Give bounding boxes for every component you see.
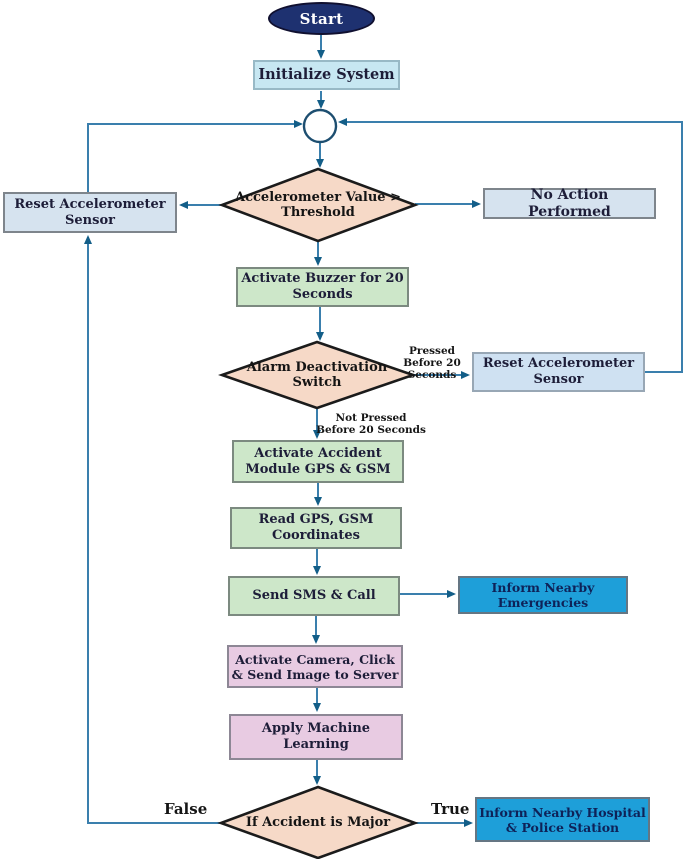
output-inform-nearby-emergencies: Inform Nearby Emergencies xyxy=(458,576,628,614)
decision-accelerometer-threshold-shape xyxy=(218,167,419,243)
process-reset-accelerometer-left: Reset Accelerometer Sensor xyxy=(3,192,177,233)
edge-label-false: False xyxy=(164,800,208,818)
start-terminator: Start xyxy=(268,2,375,35)
process-send-sms-call: Send SMS & Call xyxy=(228,576,400,616)
process-apply-machine-learning: Apply Machine Learning xyxy=(229,714,403,760)
decision-accident-major-shape xyxy=(217,785,419,859)
process-reset-accelerometer-right: Reset Accelerometer Sensor xyxy=(472,352,645,392)
process-activate-buzzer: Activate Buzzer for 20 Seconds xyxy=(236,267,409,307)
output-inform-hospital-police: Inform Nearby Hospital & Police Station xyxy=(475,797,650,842)
process-read-gps-coordinates: Read GPS, GSM Coordinates xyxy=(230,507,402,549)
decision-alarm-switch-shape xyxy=(218,340,417,410)
edge-label-pressed-before: Pressed Before 20 Seconds xyxy=(403,345,461,382)
process-activate-camera: Activate Camera, Click & Send Image to S… xyxy=(227,645,403,688)
edge-major-false-resetleft xyxy=(84,235,221,824)
process-activate-accident-module: Activate Accident Module GPS & GSM xyxy=(232,440,404,483)
decision-accident-major-label: If Accident is Major xyxy=(245,815,391,831)
decision-alarm-switch-label: Alarm Deactivation Switch xyxy=(246,359,388,390)
edge-resetright-junction xyxy=(338,118,683,373)
edge-label-not-pressed-before: Not Pressed Before 20 Seconds xyxy=(316,412,426,437)
edge-resetleft-junction xyxy=(87,120,303,192)
process-no-action-performed: No Action Performed xyxy=(483,187,656,220)
process-initialize-system: Initialize System xyxy=(253,60,400,90)
edge-label-true: True xyxy=(431,800,470,818)
decision-accelerometer-threshold-label: Accelerometer Value > Threshold xyxy=(235,189,401,220)
merge-junction-circle xyxy=(302,108,338,144)
